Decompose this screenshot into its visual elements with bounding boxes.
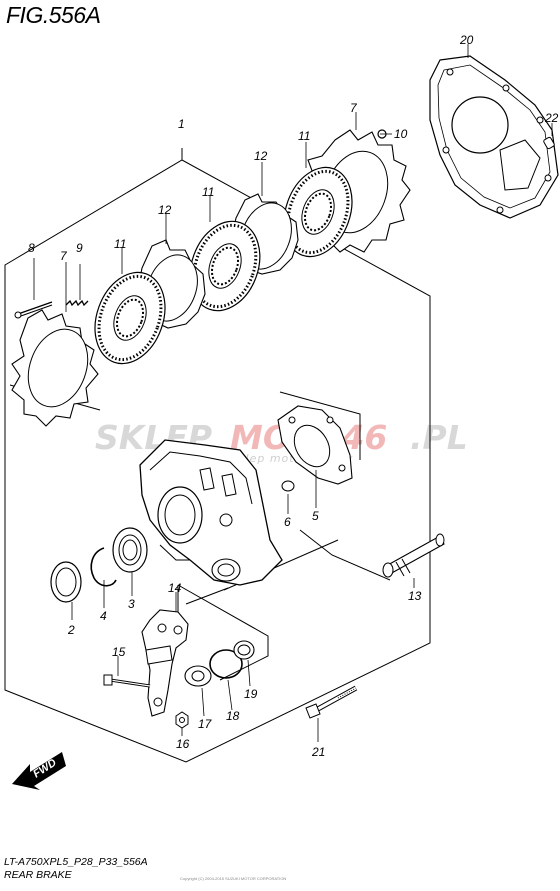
part-label-10[interactable]: 10 [394,127,408,141]
part-label-13[interactable]: 13 [408,589,422,603]
dowel-pin[interactable] [543,136,555,150]
part-label-15[interactable]: 15 [112,645,126,659]
cotter-pin[interactable] [14,301,53,319]
part-label-18[interactable]: 18 [226,709,240,723]
part-label-4[interactable]: 4 [100,609,107,623]
part-label-19[interactable]: 19 [244,687,258,701]
friction-disc-lower[interactable] [83,263,177,374]
lever-bolt[interactable] [103,674,151,688]
part-label-12-upper[interactable]: 12 [254,149,268,163]
gasket[interactable] [429,55,559,219]
separator-plate-lower[interactable] [11,309,99,427]
part-label-21[interactable]: 21 [311,745,325,759]
bracket-plate[interactable] [277,405,353,485]
section-name: REAR BRAKE [4,869,72,881]
oil-seal[interactable] [50,561,82,603]
leader-lines [33,44,553,742]
part-label-11-top[interactable]: 11 [298,129,310,143]
figure-title: FIG.556A [6,2,101,28]
brake-lever[interactable] [141,609,189,717]
part-label-1[interactable]: 1 [178,117,185,131]
spacer-pin[interactable] [281,480,295,492]
spring[interactable] [65,299,89,307]
part-label-6[interactable]: 6 [284,515,291,529]
part-label-9[interactable]: 9 [76,241,83,255]
fwd-arrow-icon: FWD [12,752,66,790]
part-label-17[interactable]: 17 [198,717,213,731]
watermark-brand-part3: .PL [410,418,468,457]
washer[interactable] [184,665,212,687]
seal-ring[interactable] [233,640,255,660]
part-label-16[interactable]: 16 [176,737,190,751]
circlip[interactable] [90,547,117,587]
part-label-11-middle[interactable]: 11 [202,185,214,199]
part-numbers: 1 2 3 4 5 6 7 7 8 9 10 11 11 11 12 12 13… [28,33,559,759]
footer: LT-A750XPL5_P28_P33_556A REAR BRAKE [4,856,148,882]
part-label-20[interactable]: 20 [459,33,474,47]
part-label-2[interactable]: 2 [67,623,75,637]
brake-housing[interactable] [139,439,283,586]
model-code: LT-A750XPL5_P28_P33_556A [4,856,148,868]
copyright-notice: Copyright (C) 2004-2015 SUZUKI MOTOR COR… [180,876,287,881]
part-label-8[interactable]: 8 [28,241,35,255]
part-label-12-lower[interactable]: 12 [158,203,172,217]
part-label-7-top[interactable]: 7 [350,101,358,115]
part-label-7-lower[interactable]: 7 [60,249,68,263]
bearing[interactable] [112,527,148,573]
friction-disc-top[interactable] [272,158,364,266]
part-label-22[interactable]: 22 [544,111,559,125]
brake-shaft[interactable] [382,533,445,578]
part-label-5[interactable]: 5 [312,509,319,523]
lever-nut[interactable] [175,711,189,729]
part-label-11-lower[interactable]: 11 [114,237,126,251]
part-label-14[interactable]: 14 [168,581,182,595]
friction-disc-middle[interactable] [178,211,271,320]
part-label-3[interactable]: 3 [128,597,135,611]
mounting-bolt[interactable] [305,685,358,719]
